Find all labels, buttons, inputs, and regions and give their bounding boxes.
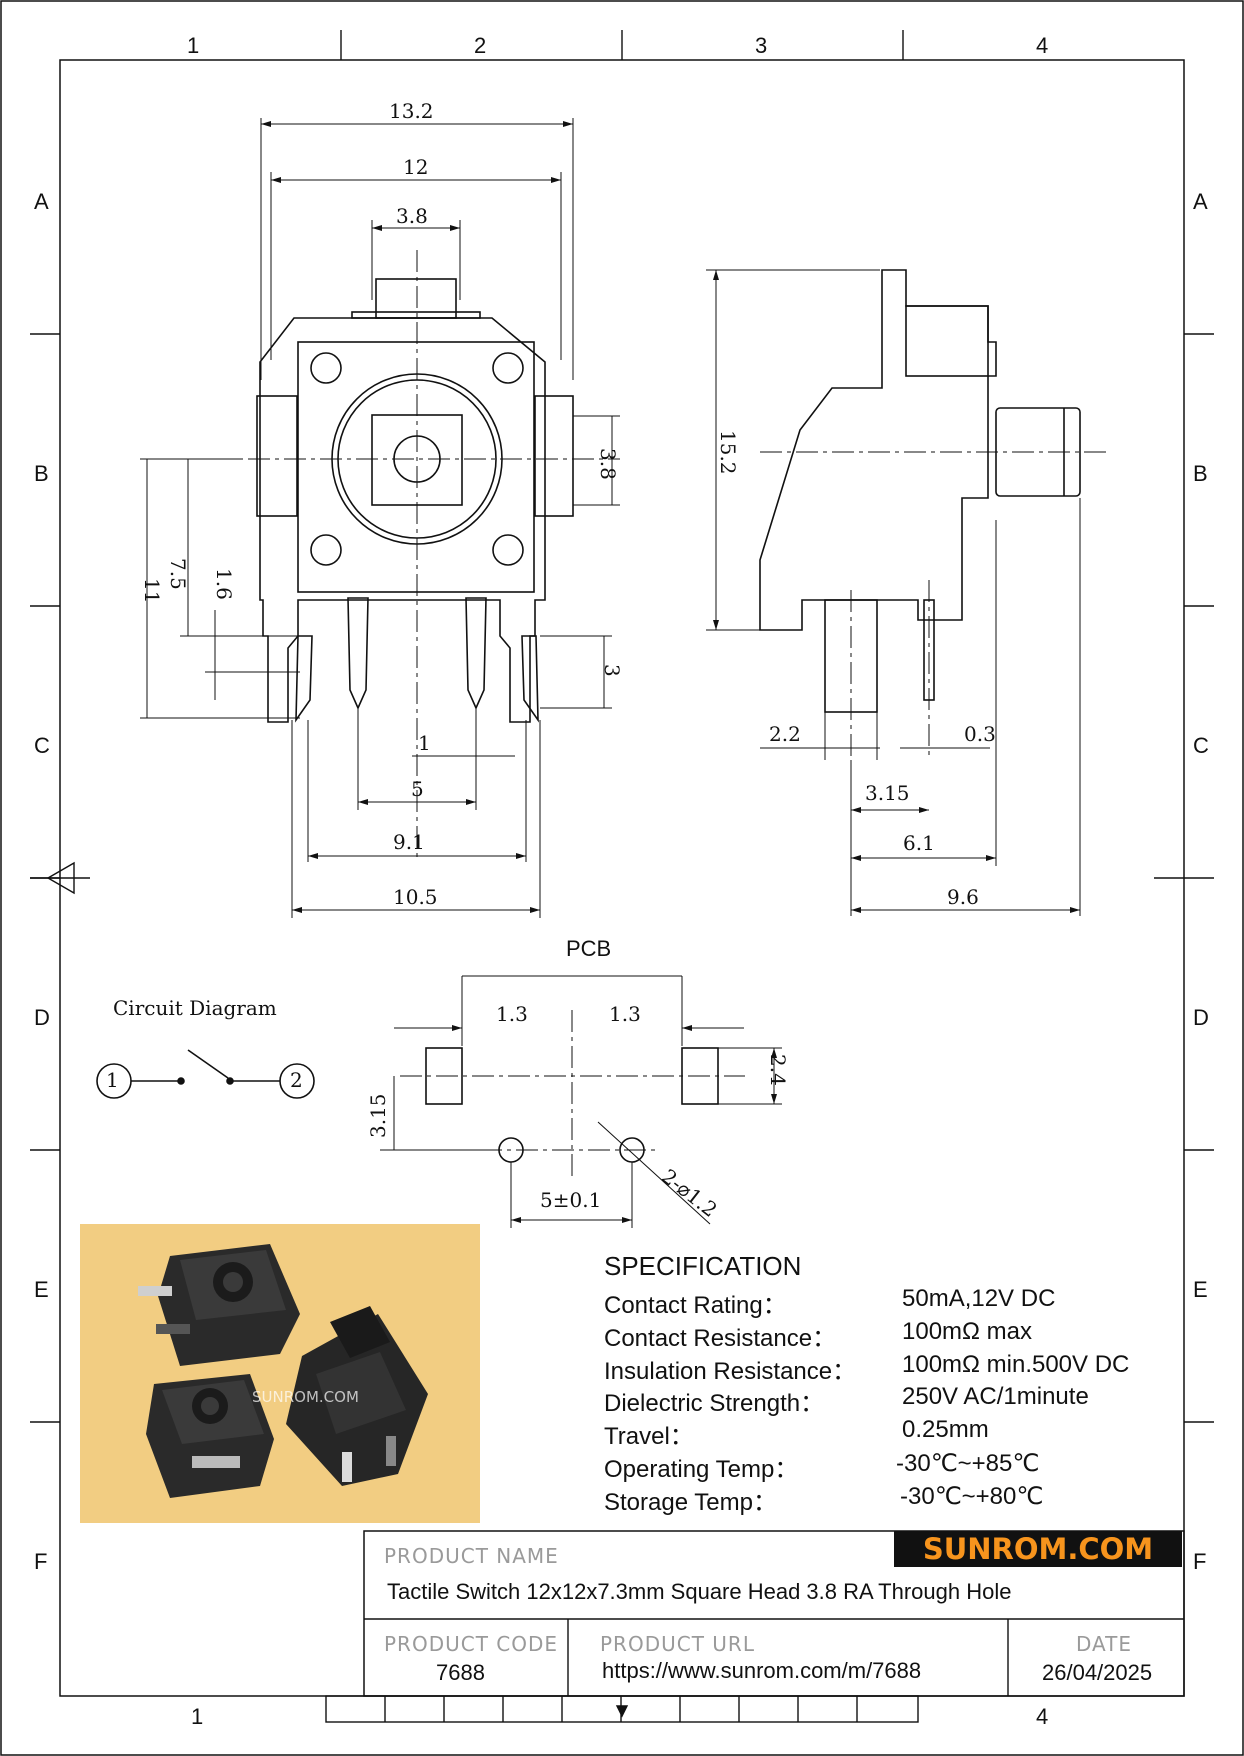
zone-row-d-left: D	[34, 1005, 50, 1030]
dim-1-6: 1.6	[212, 568, 236, 600]
dim-6-1: 6.1	[903, 831, 935, 855]
dim-9-1: 9.1	[393, 830, 425, 854]
zone-row-c-left: C	[34, 733, 50, 758]
dim-11: 11	[140, 578, 164, 604]
spec-label-contact-rating: Contact Rating：	[604, 1292, 787, 1319]
dim-12: 12	[403, 155, 429, 179]
spec-value-travel: 0.25mm	[902, 1416, 989, 1443]
zone-row-e-right: E	[1193, 1277, 1208, 1302]
dim-5: 5	[411, 777, 424, 801]
zone-row-b-left: B	[34, 461, 49, 486]
product-url-link[interactable]: https://www.sunrom.com/m/7688	[602, 1658, 922, 1683]
product-name-label: PRODUCT NAME	[384, 1544, 559, 1568]
zone-row-c-right: C	[1193, 733, 1209, 758]
pcb-dim-1-3-right: 1.3	[609, 1002, 641, 1026]
spec-value-operating-temp: -30℃~+85℃	[896, 1450, 1040, 1477]
pcb-dim-1-3-left: 1.3	[496, 1002, 528, 1026]
zone-col-2-top: 2	[474, 33, 487, 58]
zone-col-4-top: 4	[1036, 33, 1049, 58]
product-code-label: PRODUCT CODE	[384, 1632, 559, 1656]
product-name: Tactile Switch 12x12x7.3mm Square Head 3…	[387, 1579, 1012, 1604]
spec-label-storage-temp: Storage Temp：	[604, 1489, 777, 1516]
pcb-dim-3-15: 3.15	[366, 1093, 390, 1138]
dim-3-8-width: 3.8	[396, 204, 428, 228]
zone-col-1-top: 1	[187, 33, 200, 58]
dim-9-6: 9.6	[947, 885, 979, 909]
pcb-dim-5: 5±0.1	[540, 1188, 602, 1212]
brand-logo: SUNROM.COM	[894, 1531, 1182, 1567]
dim-3-15: 3.15	[865, 781, 910, 805]
zone-row-a-left: A	[34, 189, 49, 214]
spec-title: SPECIFICATION	[604, 1251, 802, 1281]
dim-1: 1	[418, 731, 431, 755]
spec-value-insulation-resistance: 100mΩ min.500V DC	[902, 1351, 1130, 1378]
spec-label-operating-temp: Operating Temp：	[604, 1456, 799, 1483]
photo-watermark: SUNROM.COM	[252, 1388, 359, 1406]
spec-value-contact-resistance: 100mΩ max	[902, 1318, 1032, 1345]
spec-value-storage-temp: -30℃~+80℃	[900, 1483, 1044, 1510]
date-label: DATE	[1076, 1632, 1133, 1656]
dim-13-2: 13.2	[389, 99, 434, 123]
spec-label-dielectric-strength: Dielectric Strength：	[604, 1390, 825, 1417]
dim-3: 3	[600, 664, 624, 677]
dim-2-2: 2.2	[769, 722, 801, 746]
dim-0-3: 0.3	[964, 722, 996, 746]
product-url-label: PRODUCT URL	[600, 1632, 755, 1656]
spec-label-travel: Travel：	[604, 1423, 694, 1450]
zone-row-e-left: E	[34, 1277, 49, 1302]
dim-3-8-height: 3.8	[596, 448, 620, 480]
dim-10-5: 10.5	[393, 885, 438, 909]
spec-value-dielectric-strength: 250V AC/1minute	[902, 1383, 1089, 1410]
date-value: 26/04/2025	[1042, 1660, 1153, 1685]
circuit-diagram-title: Circuit Diagram	[113, 996, 277, 1020]
dim-7-5: 7.5	[166, 558, 190, 590]
spec-value-contact-rating: 50mA,12V DC	[902, 1285, 1056, 1312]
spec-label-insulation-resistance: Insulation Resistance：	[604, 1358, 857, 1385]
zone-row-a-right: A	[1193, 189, 1208, 214]
zone-row-f-right: F	[1193, 1549, 1207, 1574]
pcb-dim-2-4: 2.4	[766, 1054, 790, 1086]
zone-col-1-bottom: 1	[191, 1704, 204, 1729]
circuit-pin-2-label: 2	[290, 1068, 303, 1092]
zone-col-3-top: 3	[755, 33, 768, 58]
pcb-title: PCB	[566, 936, 612, 961]
zone-row-f-left: F	[34, 1549, 48, 1574]
zone-col-4-bottom: 4	[1036, 1704, 1049, 1729]
spec-label-contact-resistance: Contact Resistance：	[604, 1325, 837, 1352]
zone-row-d-right: D	[1193, 1005, 1209, 1030]
circuit-pin-1-label: 1	[106, 1068, 119, 1092]
product-photo: SUNROM.COM	[80, 1224, 480, 1523]
dim-15-2: 15.2	[716, 430, 740, 475]
zone-row-b-right: B	[1193, 461, 1208, 486]
product-code: 7688	[436, 1660, 485, 1685]
